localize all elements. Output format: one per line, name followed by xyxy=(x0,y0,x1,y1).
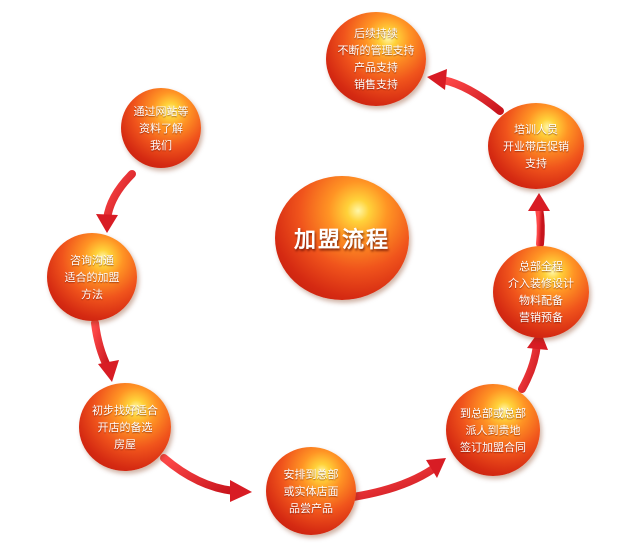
step-1: 通过网站等 资料了解 我们 xyxy=(121,88,201,168)
arrow-3-to-4 xyxy=(160,454,238,495)
step-6: 总部全程 介入装修设计 物料配备 营销预备 xyxy=(493,246,589,338)
step-8: 后续持续 不断的管理支持 产品支持 销售支持 xyxy=(326,12,426,106)
step-2-text: 咨询沟通 适合的加盟 方法 xyxy=(64,253,120,301)
arrow-head-1-to-2 xyxy=(96,214,118,233)
step-6-text: 总部全程 介入装修设计 物料配备 营销预备 xyxy=(508,260,574,324)
arrow-head-4-to-5 xyxy=(426,458,446,478)
step-8-text: 后续持续 不断的管理支持 产品支持 销售支持 xyxy=(337,27,415,91)
arrow-head-6-to-7 xyxy=(528,193,550,211)
step-5: 到总部或总部 派人到贵地 签订加盟合同 xyxy=(446,384,540,476)
step-1-text: 通过网站等 资料了解 我们 xyxy=(133,104,189,152)
arrow-5-to-6 xyxy=(518,340,541,393)
center-title: 加盟流程 xyxy=(293,228,390,253)
center-circle: 加盟流程 xyxy=(275,176,409,300)
step-3: 初步找好适合 开店的备选 房屋 xyxy=(79,383,171,471)
step-7: 培训人员 开业带店促销 支持 xyxy=(488,103,584,189)
arrow-4-to-5 xyxy=(349,465,437,501)
step-4: 安排到总部 或实体店面 品尝产品 xyxy=(266,447,356,535)
arrow-head-3-to-4 xyxy=(230,480,252,502)
step-2: 咨询沟通 适合的加盟 方法 xyxy=(47,233,137,321)
step-3-text: 初步找好适合 开店的备选 房屋 xyxy=(92,403,158,451)
arrow-head-7-to-8 xyxy=(427,69,447,90)
step-5-text: 到总部或总部 派人到贵地 签订加盟合同 xyxy=(460,406,526,454)
step-7-text: 培训人员 开业带店促销 支持 xyxy=(503,122,569,170)
arrow-head-5-to-6 xyxy=(527,330,548,350)
arrow-7-to-8 xyxy=(439,76,504,115)
step-4-text: 安排到总部 或实体店面 品尝产品 xyxy=(283,467,339,515)
arrow-head-2-to-3 xyxy=(98,360,119,382)
arrow-1-to-2 xyxy=(103,170,136,223)
arrow-2-to-3 xyxy=(91,319,112,372)
arrow-6-to-7 xyxy=(535,204,545,248)
